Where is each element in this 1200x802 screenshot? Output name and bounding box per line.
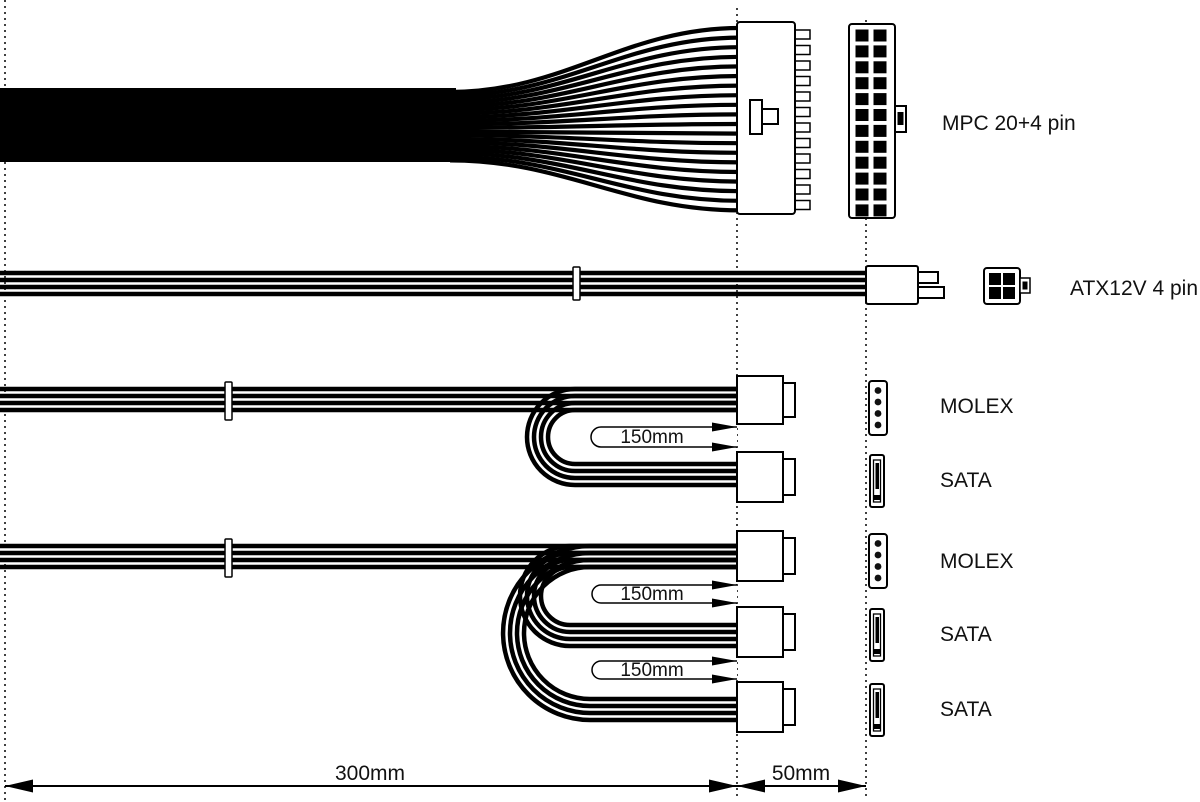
sata-connector-1	[736, 451, 796, 503]
atx-connector	[865, 265, 945, 305]
mpc-cable-group: MPC 20+4 pin	[0, 21, 1076, 219]
arrowhead	[712, 656, 737, 666]
mpc-face-pins	[855, 29, 887, 217]
mpc-connector-face	[848, 23, 907, 219]
molex-1-label: MOLEX	[940, 395, 1014, 418]
arrowhead	[737, 779, 765, 793]
loop-1-dimension: 150mm	[590, 422, 737, 452]
cable-tie	[224, 381, 233, 421]
molex-face-2	[868, 533, 888, 589]
sata-2-label: SATA	[940, 623, 992, 646]
arrowhead	[5, 779, 33, 793]
tail-dimension-label: 50mm	[772, 762, 830, 785]
mpc-side-pins	[794, 29, 811, 211]
sata-3-label: SATA	[940, 698, 992, 721]
arrowhead	[709, 779, 737, 793]
main-dimension-label: 300mm	[335, 762, 405, 785]
arrowhead	[712, 422, 737, 432]
mpc-connector	[736, 21, 811, 215]
mpc-connector-latch	[749, 99, 763, 135]
sata-1-label: SATA	[940, 469, 992, 492]
peripheral-cable-group-1: 150mm MOLEX SATA	[0, 375, 1014, 508]
arrowhead	[712, 442, 737, 452]
cable-loop-3	[500, 543, 740, 723]
cable-loop-1	[524, 386, 740, 488]
cable-bundle	[0, 88, 456, 162]
sata-face-2	[869, 608, 885, 662]
loop-2-dimension-label: 150mm	[620, 584, 683, 605]
molex-2-label: MOLEX	[940, 550, 1014, 573]
sata-face-3	[869, 683, 885, 737]
bottom-dimension-group: 300mm 50mm	[5, 762, 866, 793]
loop-3-dimension-label: 150mm	[620, 660, 683, 681]
peripheral-cable-group-2: 150mm 150mm	[0, 530, 1014, 737]
mpc-wire-fan	[449, 25, 741, 213]
atx-label: ATX12V 4 pin	[1070, 277, 1198, 300]
mpc-label: MPC 20+4 pin	[942, 112, 1076, 135]
atx-connector-face	[983, 267, 1031, 305]
sata-connector-2	[736, 606, 796, 658]
sata-connector-3	[736, 681, 796, 733]
loop-2-dimension: 150mm	[591, 580, 737, 608]
molex-face-1	[868, 380, 888, 436]
molex-connector-2	[736, 530, 796, 582]
arrowhead	[838, 779, 866, 793]
loop-3-dimension: 150mm	[591, 656, 737, 684]
arrowhead	[712, 580, 737, 590]
loop-1-dimension-label: 150mm	[620, 427, 683, 448]
molex-connector-1	[736, 375, 796, 425]
cable-tie	[572, 266, 581, 301]
arrowhead	[712, 674, 737, 684]
cable-tie	[224, 538, 233, 578]
arrowhead	[712, 598, 737, 608]
atx-cable-group: ATX12V 4 pin	[0, 265, 1198, 305]
sata-face-1	[869, 454, 885, 508]
